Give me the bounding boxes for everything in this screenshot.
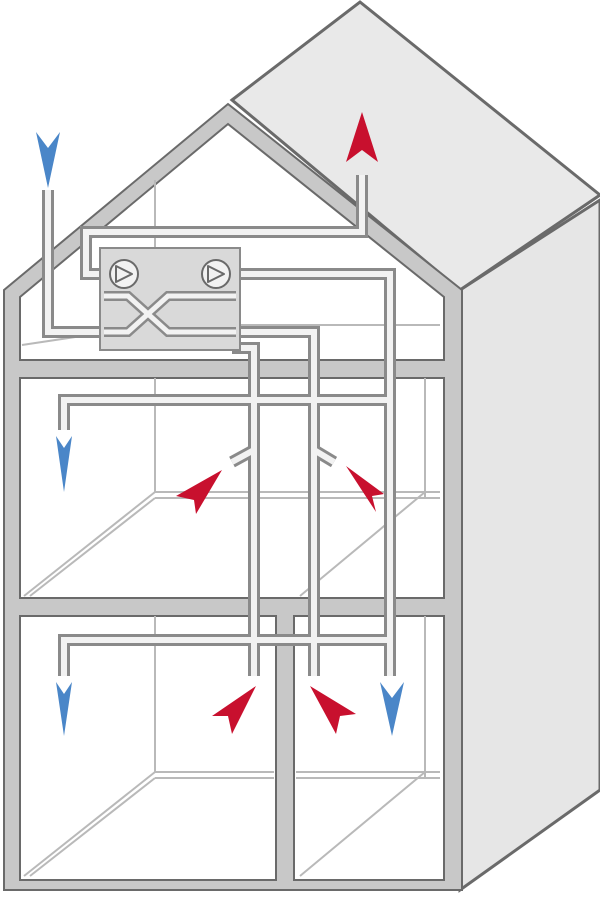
first-floor-interior-lines — [23, 378, 440, 597]
house-front-wall — [3, 102, 463, 891]
exhaust-outlet-arrow-icon — [346, 112, 378, 162]
fan-icon — [201, 259, 231, 289]
extract-arrow-icon-ground-right — [310, 686, 356, 734]
supply-arrow-icon-ground-left — [56, 682, 72, 736]
extract-arrow-icon-ground-left — [212, 686, 256, 734]
duct-network — [42, 175, 396, 676]
extract-arrow-icon-first-left — [176, 470, 222, 514]
fresh-air-intake-arrow-icon — [36, 132, 60, 188]
extract-arrow-icon-first-right — [346, 466, 384, 512]
house-side-wall — [458, 198, 600, 893]
fan-icon — [109, 259, 139, 289]
house-roof — [229, 0, 600, 292]
heat-recovery-unit — [99, 247, 241, 351]
supply-arrow-icon-first-floor — [56, 436, 72, 492]
supply-arrow-icon-ground-right — [380, 682, 404, 736]
ground-floor-interior-lines — [23, 616, 440, 877]
